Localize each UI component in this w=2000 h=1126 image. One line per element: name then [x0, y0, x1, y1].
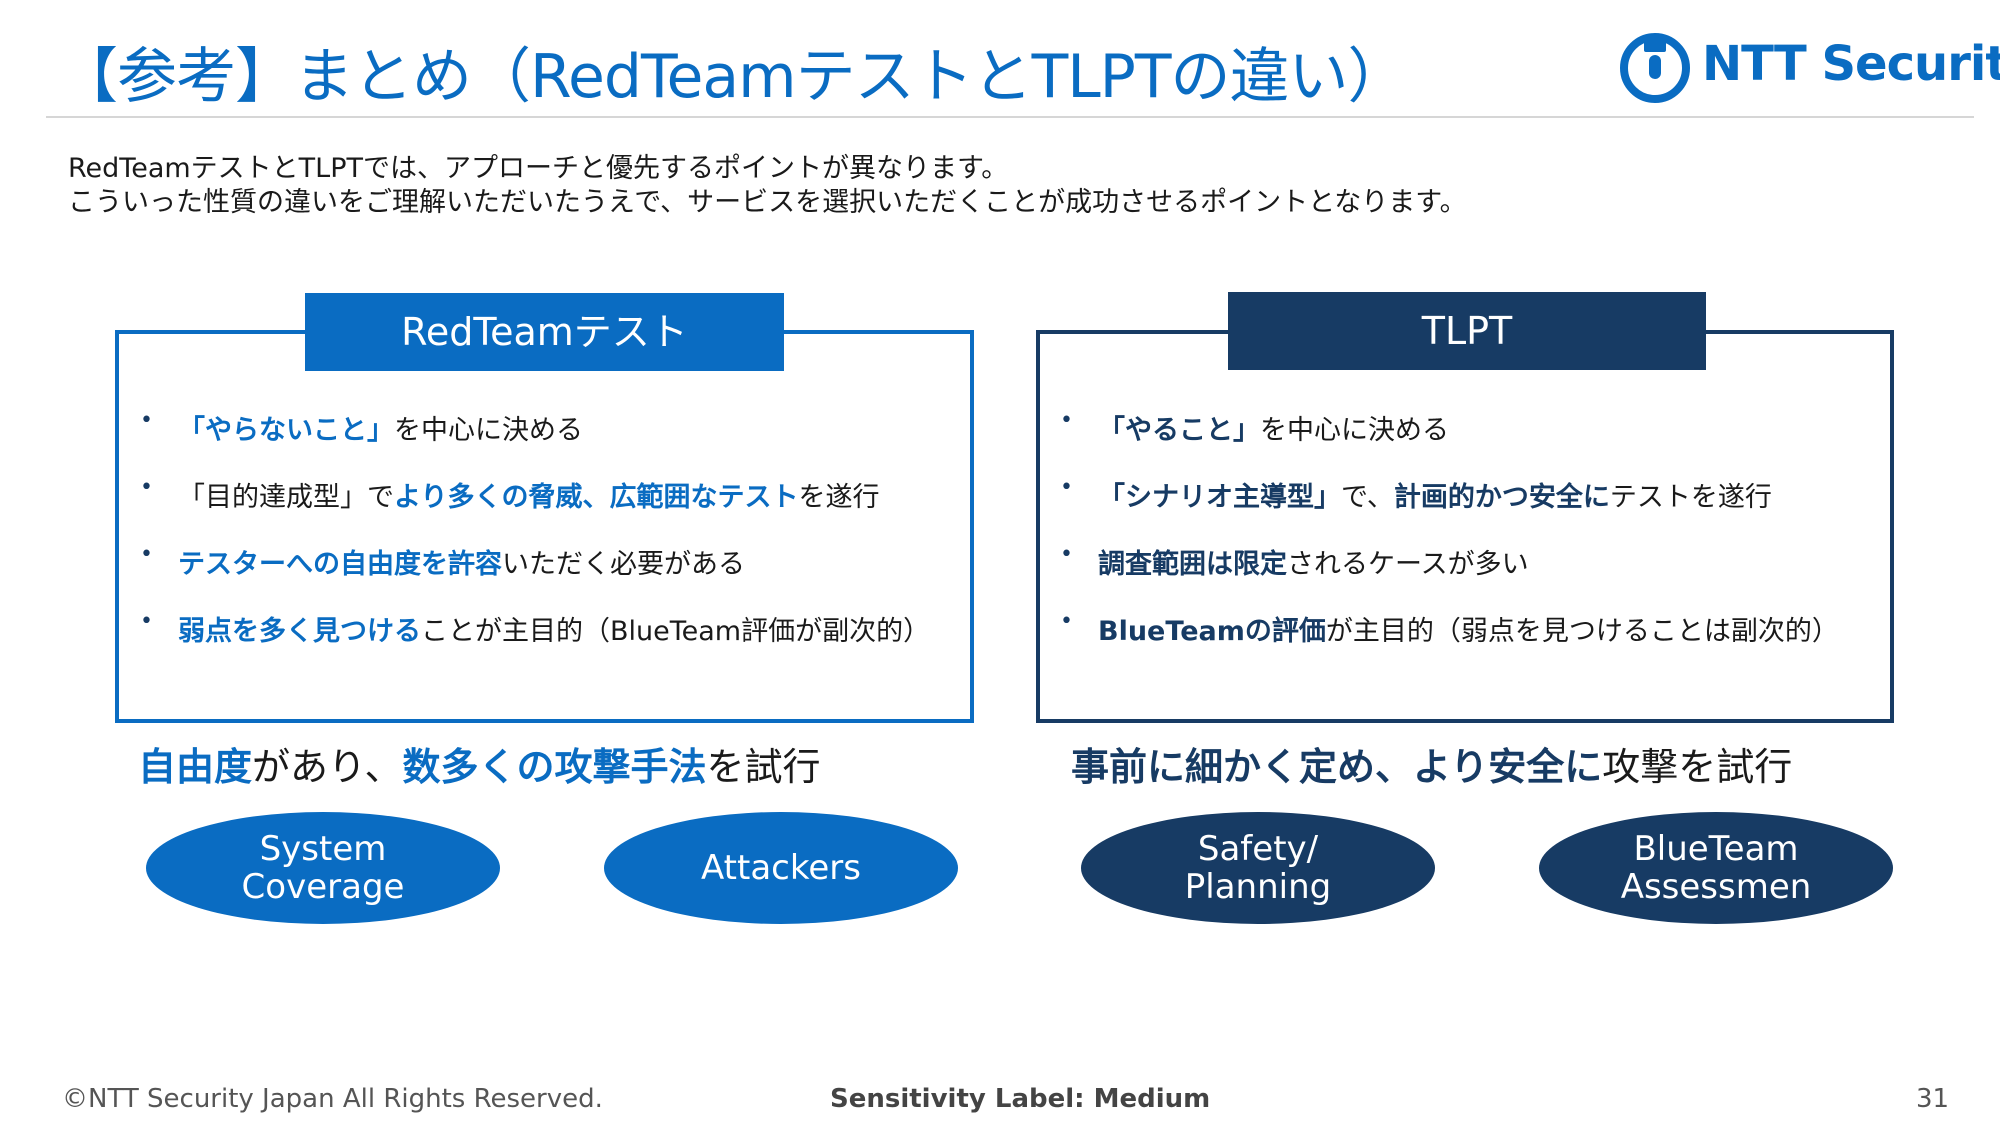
- attackers-ellipse: Attackers: [604, 812, 958, 924]
- bullet-text: を中心に決める: [1260, 415, 1449, 446]
- bullet-text: を遂行: [798, 482, 880, 513]
- bullet-text: が主目的（弱点を見つけることは副次的）: [1325, 616, 1839, 647]
- highlighted-text: BlueTeamの評価: [1098, 616, 1326, 647]
- bullet-text: いただく必要がある: [502, 549, 745, 580]
- redteam-panel: [115, 330, 974, 723]
- summary-highlight: 事前に細かく定め、より安全に: [1071, 745, 1603, 789]
- tlpt-summary: 事前に細かく定め、より安全に攻撃を試行: [1071, 736, 1792, 791]
- bullet-item: • 調査範囲は限定されるケースが多い: [1060, 542, 1839, 609]
- bullet-text: されるケースが多い: [1287, 549, 1529, 580]
- bullet-dot-icon: •: [1060, 475, 1073, 500]
- ellipse-label: BlueTeam Assessmen: [1620, 829, 1812, 907]
- redteam-bullet-list: • 「やらないこと」を中心に決める • 「目的達成型」でより多くの脅威、広範囲なテスト…: [140, 408, 930, 676]
- ellipse-label: System Coverage: [241, 829, 405, 907]
- ntt-security-logo: NTT Security: [1618, 30, 2000, 104]
- ellipse-label: Attackers: [701, 848, 861, 888]
- slide-title: 【参考】まとめ（RedTeamテストとTLPTの違い）: [58, 42, 1407, 112]
- bullet-item: • 「やること」を中心に決める: [1060, 408, 1839, 475]
- tlpt-tab-label: TLPT: [1228, 292, 1706, 370]
- ellipse-label: Safety/ Planning: [1184, 829, 1332, 907]
- blueteam-assessment-ellipse: BlueTeam Assessmen: [1539, 812, 1893, 924]
- bullet-dot-icon: •: [140, 408, 153, 433]
- footer-sensitivity-label: Sensitivity Label: Medium: [830, 1084, 1211, 1114]
- bullet-text: ことが主目的（BlueTeam評価が副次的）: [421, 616, 931, 647]
- bullet-dot-icon: •: [1060, 408, 1073, 433]
- bullet-item: • テスターへの自由度を許容いただく必要がある: [140, 542, 930, 609]
- highlighted-text: テスターへの自由度を許容: [178, 549, 502, 580]
- summary-text: 攻撃を試行: [1602, 745, 1793, 789]
- bullet-dot-icon: •: [1060, 609, 1073, 634]
- page-number: 31: [1916, 1084, 1950, 1114]
- highlighted-text: 「シナリオ主導型」: [1098, 482, 1341, 513]
- bullet-text: 「目的達成型」で: [178, 482, 394, 513]
- summary-text: を試行: [706, 745, 821, 789]
- tlpt-bullet-list: • 「やること」を中心に決める • 「シナリオ主導型」で、計画的かつ安全にテストを遂行…: [1060, 408, 1839, 676]
- logo-text: NTT Security: [1702, 36, 2000, 92]
- bullet-text: で、: [1341, 482, 1394, 513]
- bullet-dot-icon: •: [140, 475, 153, 500]
- safety-planning-ellipse: Safety/ Planning: [1081, 812, 1435, 924]
- ntt-logo-icon: [1620, 33, 1690, 103]
- highlighted-text: 「やらないこと」: [178, 415, 394, 446]
- bullet-text: を中心に決める: [394, 415, 583, 446]
- bullet-item: • BlueTeamの評価が主目的（弱点を見つけることは副次的）: [1060, 609, 1839, 676]
- footer-copyright: ©NTT Security Japan All Rights Reserved.: [62, 1084, 603, 1114]
- bullet-dot-icon: •: [140, 609, 153, 634]
- bullet-item: • 「やらないこと」を中心に決める: [140, 408, 930, 475]
- intro-line-1: RedTeamテストとTLPTでは、アプローチと優先するポイントが異なります。: [68, 153, 1009, 184]
- redteam-tab-label: RedTeamテスト: [305, 293, 784, 371]
- summary-highlight: 自由度: [138, 745, 253, 789]
- highlighted-text: 計画的かつ安全に: [1393, 482, 1610, 513]
- summary-text: があり、: [252, 745, 403, 789]
- bullet-dot-icon: •: [140, 542, 153, 567]
- intro-line-2: こういった性質の違いをご理解いただいたうえで、サービスを選択いただくことが成功さ…: [68, 187, 1467, 218]
- bullet-item: • 「目的達成型」でより多くの脅威、広範囲なテストを遂行: [140, 475, 930, 542]
- highlighted-text: 「やること」: [1098, 415, 1260, 446]
- bullet-dot-icon: •: [1060, 542, 1073, 567]
- highlighted-text: より多くの脅威、広範囲なテスト: [394, 482, 799, 513]
- bullet-text: テストを遂行: [1609, 482, 1772, 513]
- tlpt-panel: [1036, 330, 1894, 723]
- highlighted-text: 弱点を多く見つける: [178, 616, 421, 647]
- highlighted-text: 調査範囲は限定: [1098, 549, 1287, 580]
- bullet-item: • 「シナリオ主導型」で、計画的かつ安全にテストを遂行: [1060, 475, 1839, 542]
- system-coverage-ellipse: System Coverage: [146, 812, 500, 924]
- redteam-summary: 自由度があり、数多くの攻撃手法を試行: [138, 736, 821, 791]
- bullet-item: • 弱点を多く見つけることが主目的（BlueTeam評価が副次的）: [140, 609, 930, 676]
- header-divider: [46, 116, 1974, 118]
- summary-highlight: 数多くの攻撃手法: [402, 745, 707, 789]
